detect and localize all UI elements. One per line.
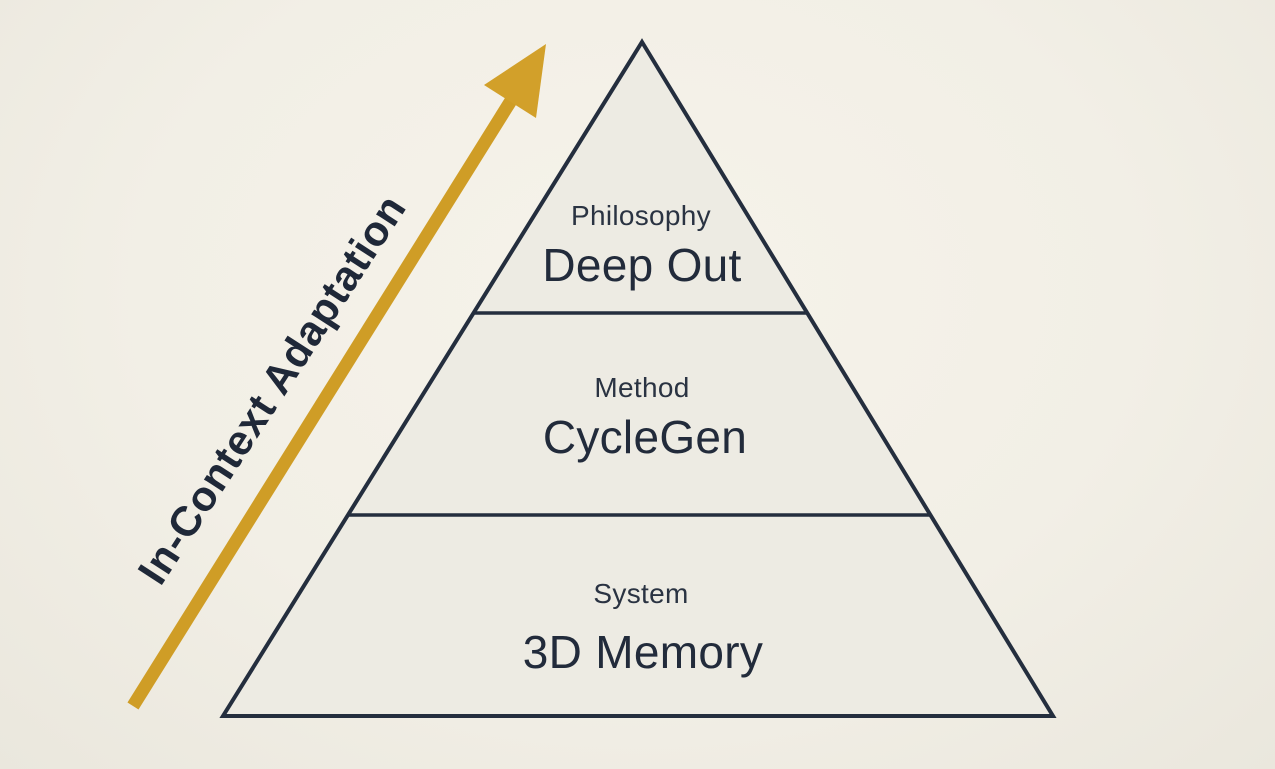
pyramid-tier-bottom: System 3D Memory [523, 578, 763, 678]
pyramid-tier-middle: Method CycleGen [543, 372, 747, 463]
adaptation-arrow-icon [127, 44, 546, 710]
tier-bottom-name: 3D Memory [523, 626, 763, 678]
tier-middle-category: Method [594, 372, 689, 403]
tier-top-category: Philosophy [571, 200, 711, 231]
tier-top-name: Deep Out [542, 239, 741, 291]
arrow-shaft [127, 95, 518, 710]
pyramid-tier-top: Philosophy Deep Out [542, 200, 741, 291]
tier-middle-name: CycleGen [543, 411, 747, 463]
tier-bottom-category: System [593, 578, 688, 609]
pyramid-shape [219, 38, 1057, 718]
arrow-head [484, 44, 546, 118]
